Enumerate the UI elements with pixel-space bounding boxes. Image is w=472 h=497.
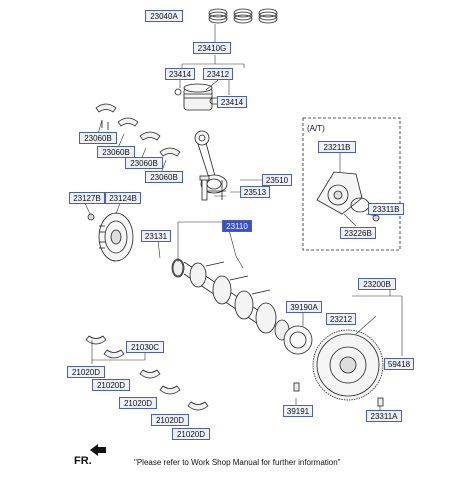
thrust-washer-icon	[283, 325, 313, 355]
part-label-23131[interactable]: 23131	[141, 230, 171, 242]
bearing-shells-icon	[95, 103, 181, 157]
crankshaft-icon	[172, 259, 290, 341]
part-label-23311b[interactable]: 23311B	[368, 203, 404, 215]
drive-plate-icon	[316, 171, 380, 222]
piston-rings-icon	[208, 8, 278, 24]
part-label-21020d-5[interactable]: 21020D	[172, 428, 210, 440]
crankshaft-pulley-icon	[98, 212, 134, 262]
part-label-23510[interactable]: 23510	[262, 174, 292, 186]
part-label-23513[interactable]: 23513	[240, 186, 270, 198]
part-label-23226b[interactable]: 23226B	[340, 227, 376, 239]
part-label-23060b-3[interactable]: 23060B	[125, 157, 163, 169]
part-label-23414-bottom[interactable]: 23414	[217, 96, 247, 108]
part-label-23060b-1[interactable]: 23060B	[79, 132, 117, 144]
connecting-rod-icon	[194, 130, 228, 200]
at-caption: (A/T)	[307, 124, 325, 133]
part-label-23110[interactable]: 23110	[222, 220, 252, 232]
part-label-21020d-2[interactable]: 21020D	[92, 379, 130, 391]
fr-label: FR.	[74, 455, 92, 467]
part-label-23127b[interactable]: 23127B	[69, 192, 105, 204]
part-label-23311a[interactable]: 23311A	[366, 410, 402, 422]
washer-bolt-icon	[293, 382, 300, 392]
part-label-21020d-3[interactable]: 21020D	[119, 397, 157, 409]
part-label-23414-top[interactable]: 23414	[165, 68, 195, 80]
part-label-23211b[interactable]: 23211B	[318, 141, 356, 153]
part-label-21020d-1[interactable]: 21020D	[67, 366, 105, 378]
part-label-23124b[interactable]: 23124B	[105, 192, 141, 204]
rod-bolt-icon	[199, 175, 210, 201]
at-box	[302, 117, 401, 251]
part-label-23200b[interactable]: 23200B	[358, 278, 396, 290]
part-label-23410g[interactable]: 23410G	[193, 42, 231, 54]
flywheel-icon	[312, 329, 384, 401]
flywheel-bolt-icon	[377, 397, 384, 407]
lower-bearing-shells-icon	[85, 335, 209, 411]
part-label-39190a[interactable]: 39190A	[286, 301, 322, 313]
pulley-bolt-icon	[87, 213, 95, 221]
part-label-23212[interactable]: 23212	[326, 313, 356, 325]
part-label-21020d-4[interactable]: 21020D	[151, 414, 189, 426]
footer-note: "Please refer to Work Shop Manual for fu…	[134, 458, 341, 467]
leader-lines	[84, 24, 403, 410]
part-label-23060b-2[interactable]: 23060B	[97, 146, 135, 158]
part-label-39191[interactable]: 39191	[283, 405, 313, 417]
part-label-21030c[interactable]: 21030C	[126, 341, 164, 353]
part-label-23040a[interactable]: 23040A	[145, 10, 183, 22]
front-arrow-icon	[90, 444, 106, 456]
part-label-23060b-4[interactable]: 23060B	[145, 171, 183, 183]
part-label-59418[interactable]: 59418	[384, 358, 414, 370]
part-label-23412[interactable]: 23412	[203, 68, 233, 80]
